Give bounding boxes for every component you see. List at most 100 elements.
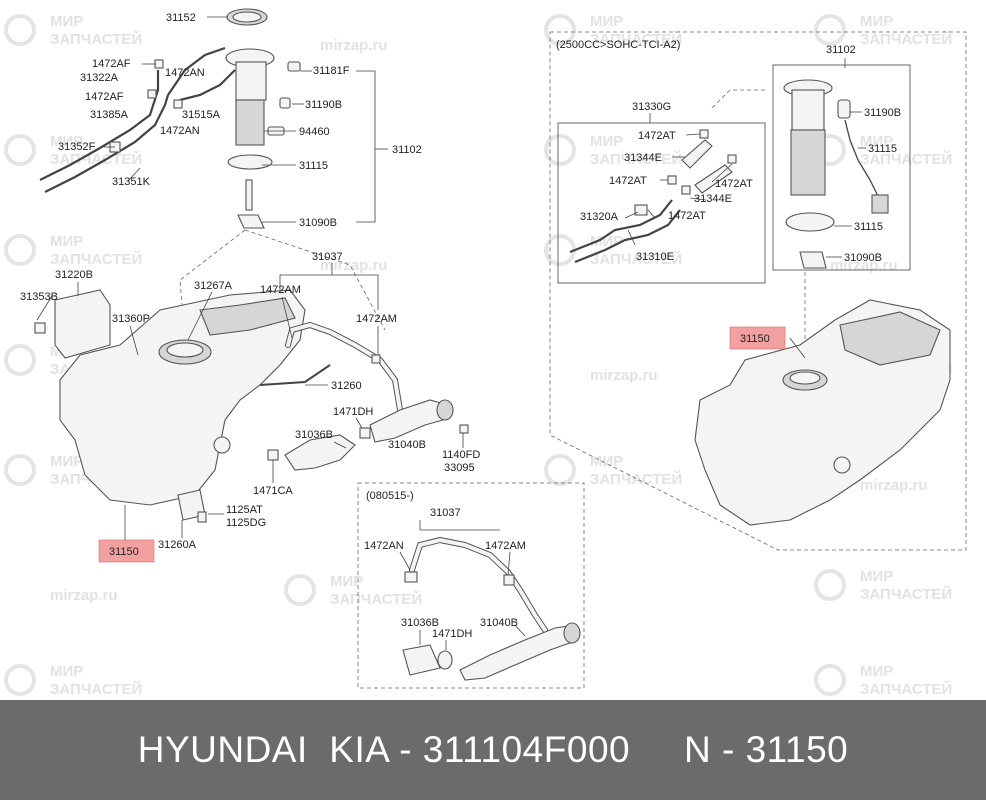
part-label: 31344E xyxy=(624,152,662,164)
filler-neck xyxy=(459,624,579,681)
watermark-text: ЗАПЧАСТЕЙ xyxy=(590,470,682,488)
parts-diagram: МИР ЗАПЧАСТЕЙ МИР ЗАПЧАСТЕЙ МИР ЗАПЧАСТЕ… xyxy=(4,8,967,698)
clip xyxy=(699,129,709,139)
right-variant-box-title: (2500CC>SOHC-TCI-A2) xyxy=(556,39,680,51)
part-label: 31351K xyxy=(112,176,151,188)
part-label: 31360P xyxy=(112,313,150,325)
watermark-text: МИР xyxy=(590,453,623,470)
watermark-text: ЗАПЧАСТЕЙ xyxy=(860,150,952,168)
watermark-logo: МИР ЗАПЧАСТЕЙ xyxy=(544,133,682,168)
clip xyxy=(371,354,381,364)
part-number-text: HYUNDAI KIA - 311104F000 N - 31150 xyxy=(137,729,849,770)
strap-bolt xyxy=(197,511,207,523)
part-label: 31090B xyxy=(299,217,337,229)
watermark-logo: МИР ЗАПЧАСТЕЙ xyxy=(814,568,952,603)
part-label: 31330G xyxy=(632,101,671,113)
part-label: 31190B xyxy=(864,107,901,119)
fuel-filter xyxy=(287,61,301,72)
part-label: 31115 xyxy=(299,160,328,172)
leader-lines xyxy=(36,16,866,650)
watermark-text: МИР xyxy=(330,573,363,590)
watermark-text: МИР xyxy=(50,453,83,470)
part-label: 31090B xyxy=(844,252,882,264)
part-label: 31352F xyxy=(58,141,96,153)
part-label: 31036B xyxy=(295,429,333,441)
part-label: 1472AF xyxy=(92,58,131,70)
part-label: 1472AT xyxy=(668,210,706,222)
clip xyxy=(404,571,418,583)
watermark-text: МИР xyxy=(590,133,623,150)
watermark-text: ЗАПЧАСТЕЙ xyxy=(330,590,422,608)
bottom-variant-parts xyxy=(402,536,581,681)
hose-clamp xyxy=(359,427,371,439)
highlight-31150-left xyxy=(98,539,155,563)
part-label: 1472AM xyxy=(485,540,526,552)
bottom-variant-box xyxy=(357,482,585,689)
part-label: 1471DH xyxy=(432,628,472,640)
level-sensor xyxy=(871,194,889,214)
hose-clamp xyxy=(437,650,453,670)
part-label: 31320A xyxy=(580,211,619,223)
part-label: 31322A xyxy=(80,72,119,84)
watermark-site: mirzap.ru xyxy=(50,587,118,604)
part-label: 1472AN xyxy=(160,125,200,137)
hose-clamp xyxy=(267,449,279,461)
sender-gasket xyxy=(799,251,827,269)
clip xyxy=(681,185,691,195)
watermark-logo: МИР ЗАПЧАСТЕЙ xyxy=(284,573,422,608)
fuel-lines-right xyxy=(569,129,737,264)
watermark-text: МИР xyxy=(590,13,623,30)
watermark-site: mirzap.ru xyxy=(320,257,388,274)
part-label: 31102 xyxy=(826,44,856,56)
part-label: 1471CA xyxy=(253,485,293,497)
watermark-text: ЗАПЧАСТЕЙ xyxy=(860,680,952,698)
watermark-logo: МИР ЗАПЧАСТЕЙ xyxy=(544,453,682,488)
part-label: 1472AM xyxy=(356,313,397,325)
part-label: 1472AT xyxy=(609,175,647,187)
part-label: 31190B xyxy=(305,99,342,111)
watermark-text: МИР xyxy=(50,13,83,30)
part-label: 31310E xyxy=(636,251,674,263)
clip xyxy=(154,59,164,69)
part-label: 31515A xyxy=(182,109,221,121)
watermark-text: МИР xyxy=(50,233,83,250)
watermark-site: mirzap.ru xyxy=(590,367,658,384)
fuel-tank-right xyxy=(694,299,951,526)
watermark-text: МИР xyxy=(860,133,893,150)
watermark-text: ЗАПЧАСТЕЙ xyxy=(590,30,682,48)
watermark-logo: МИР ЗАПЧАСТЕЙ xyxy=(4,233,142,268)
watermark-text: ЗАПЧАСТЕЙ xyxy=(50,30,142,48)
part-label: 31181F xyxy=(313,65,350,77)
pump-seal xyxy=(227,154,273,170)
watermark-text: ЗАПЧАСТЕЙ xyxy=(50,680,142,698)
part-label: 31152 xyxy=(166,12,196,24)
watermark-text: МИР xyxy=(50,663,83,680)
right-variant-box xyxy=(549,31,967,551)
watermark-logo: МИР ЗАПЧАСТЕЙ xyxy=(814,663,952,698)
tank-cover xyxy=(54,289,111,359)
part-label: 31353B xyxy=(20,291,58,303)
watermark-logo: МИР ЗАПЧАСТЕЙ xyxy=(4,663,142,698)
clip xyxy=(727,154,737,164)
part-label: 33095 xyxy=(444,462,475,474)
filler-assembly xyxy=(267,321,469,471)
tank-body xyxy=(59,289,306,506)
clip xyxy=(667,175,677,185)
watermark-text: ЗАПЧАСТЕЙ xyxy=(860,585,952,603)
clip xyxy=(634,204,648,216)
filler-bolt xyxy=(459,424,469,434)
clip xyxy=(147,89,157,99)
part-label: 31260 xyxy=(331,380,362,392)
part-label: 31037 xyxy=(430,507,461,519)
part-label: 1472AM xyxy=(260,284,301,296)
part-label: 31037 xyxy=(312,251,343,263)
watermark-site: mirzap.ru xyxy=(320,37,388,54)
part-label: 94460 xyxy=(299,126,330,138)
pump-canister xyxy=(235,99,265,146)
part-label: 31102 xyxy=(392,144,422,156)
fuel-tank-left xyxy=(34,289,331,523)
cover-bolt xyxy=(34,322,46,334)
pump-module-right xyxy=(783,79,889,269)
watermark-logo: МИР ЗАПЧАСТЕЙ xyxy=(814,13,952,48)
part-label: 31267A xyxy=(194,280,233,292)
